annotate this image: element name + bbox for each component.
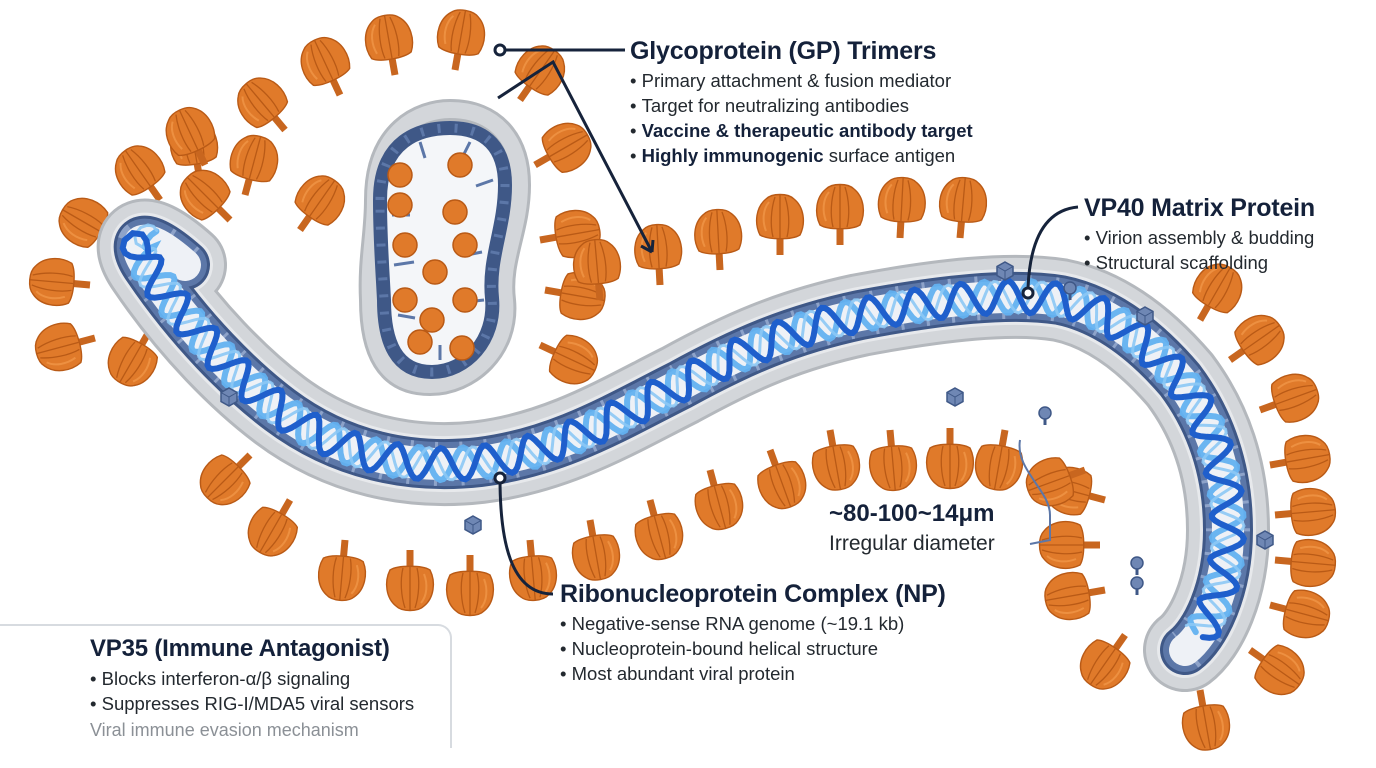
np-bullet: Nucleoprotein-bound helical structure	[560, 636, 946, 661]
glycoprotein-spike	[385, 549, 435, 612]
glycoprotein-spike	[805, 424, 865, 495]
vp35-protein	[387, 192, 413, 218]
glycoprotein-spike	[360, 10, 420, 81]
glycoprotein-spike	[1271, 535, 1339, 590]
dimension-label: Irregular diameter	[829, 532, 995, 555]
glycoprotein-spike	[499, 36, 575, 115]
gp-bullet: Vaccine & therapeutic antibody target	[630, 118, 973, 143]
glycoprotein-spike	[1251, 366, 1326, 433]
vp40-matrix-layer	[113, 215, 1253, 675]
np-bullet: Negative-sense RNA genome (~19.1 kb)	[560, 611, 946, 636]
glycoprotein-spike	[1271, 485, 1339, 540]
vp35-protein	[447, 152, 473, 178]
glycoprotein-annotation: Glycoprotein (GP) Trimers Primary attach…	[630, 36, 973, 168]
glycoprotein-spike	[445, 554, 495, 617]
glycoprotein-spike	[865, 426, 920, 494]
vp40-bullet: Structural scaffolding	[1084, 250, 1315, 275]
gp-title: Glycoprotein (GP) Trimers	[630, 37, 937, 65]
glycoprotein-spike	[747, 441, 814, 516]
dimension-bracket	[1018, 439, 1051, 545]
vp40-annotation: VP40 Matrix Protein Virion assembly & bu…	[1084, 193, 1315, 275]
glycoprotein-spike	[686, 462, 750, 536]
vp35-protein	[442, 199, 468, 225]
glycoprotein-spike	[430, 5, 490, 76]
vp35-protein	[419, 307, 445, 333]
dimension-annotation: ~80-100~14μm Irregular diameter	[829, 498, 995, 558]
rna-strand	[130, 228, 1247, 636]
vp35-title: VP35 (Immune Antagonist)	[90, 635, 390, 662]
vp35-protein	[407, 329, 433, 355]
vp35-proteins-in-vesicle	[387, 152, 478, 361]
gp-bullet: Target for neutralizing antibodies	[630, 93, 973, 118]
glycoprotein-spike	[279, 166, 355, 245]
vp35-protein	[422, 259, 448, 285]
vp35-bullet: Suppresses RIG-I/MDA5 viral sensors	[90, 691, 415, 716]
glycoprotein-spike	[529, 322, 606, 393]
glycoprotein-spike	[1262, 581, 1336, 645]
vp35-bullet: Blocks interferon-α/β signaling	[90, 666, 414, 691]
glycoprotein-spike	[1235, 629, 1314, 705]
glycoprotein-spike	[565, 514, 625, 585]
glycoprotein-spike	[1038, 520, 1101, 570]
vp40-title: VP40 Matrix Protein	[1084, 194, 1316, 222]
glycoprotein-spike	[626, 492, 690, 566]
glycoprotein-spike	[227, 67, 304, 147]
np-annotation: Ribonucleoprotein Complex (NP) Negative-…	[560, 579, 946, 686]
rna-strand	[119, 230, 1248, 641]
glycoprotein-spike	[1215, 305, 1294, 381]
leader-lines	[493, 43, 1079, 596]
glycoprotein-spike	[29, 314, 103, 378]
vp40-leader	[1026, 205, 1079, 289]
glycoprotein-spike	[935, 174, 990, 242]
glycoprotein-spike	[189, 437, 268, 516]
gp-bullet: Highly immunogenic surface antigen	[630, 143, 973, 168]
glycoprotein-spike	[1070, 620, 1146, 699]
vp35-annotation: VP35 (Immune Antagonist) Blocks interfer…	[90, 634, 414, 742]
vp35-protein	[387, 162, 413, 188]
glycoprotein-spike	[815, 183, 865, 246]
vp35-protein	[452, 287, 478, 313]
np-title: Ribonucleoprotein Complex (NP)	[560, 580, 946, 608]
gp-bullet: Primary attachment & fusion mediator	[630, 68, 973, 93]
vp35-protein	[449, 335, 475, 361]
glycoprotein-spike	[522, 113, 601, 187]
glycoprotein-spike	[1264, 430, 1335, 490]
glycoprotein-spike	[692, 207, 745, 273]
gp-leader-arrow	[497, 59, 654, 253]
glycoprotein-spike	[26, 255, 94, 310]
glycoprotein-spike	[755, 193, 805, 256]
glycoprotein-spike	[315, 536, 370, 604]
glycoprotein-spike	[238, 487, 312, 566]
glycoprotein-spike	[970, 424, 1030, 495]
np-bullet: Most abundant viral protein	[560, 661, 946, 686]
vesicle-lobe	[358, 98, 532, 397]
np-leader	[498, 477, 554, 596]
glycoprotein-spike	[1040, 565, 1111, 625]
vp35-footnote: Viral immune evasion mechanism	[90, 720, 359, 740]
glycoprotein-spike	[1175, 684, 1235, 755]
glycoprotein-spike	[292, 29, 363, 106]
vp35-protein	[452, 232, 478, 258]
dimension-value: ~80-100~14μm	[829, 500, 995, 527]
vp35-protein	[392, 232, 418, 258]
vp35-protein	[392, 287, 418, 313]
rna-helix	[119, 223, 1248, 641]
glycoprotein-spike	[875, 175, 928, 241]
glycoprotein-spike	[221, 129, 285, 203]
glycoprotein-spike	[925, 427, 975, 490]
vp40-bullet: Virion assembly & budding	[1084, 225, 1315, 250]
